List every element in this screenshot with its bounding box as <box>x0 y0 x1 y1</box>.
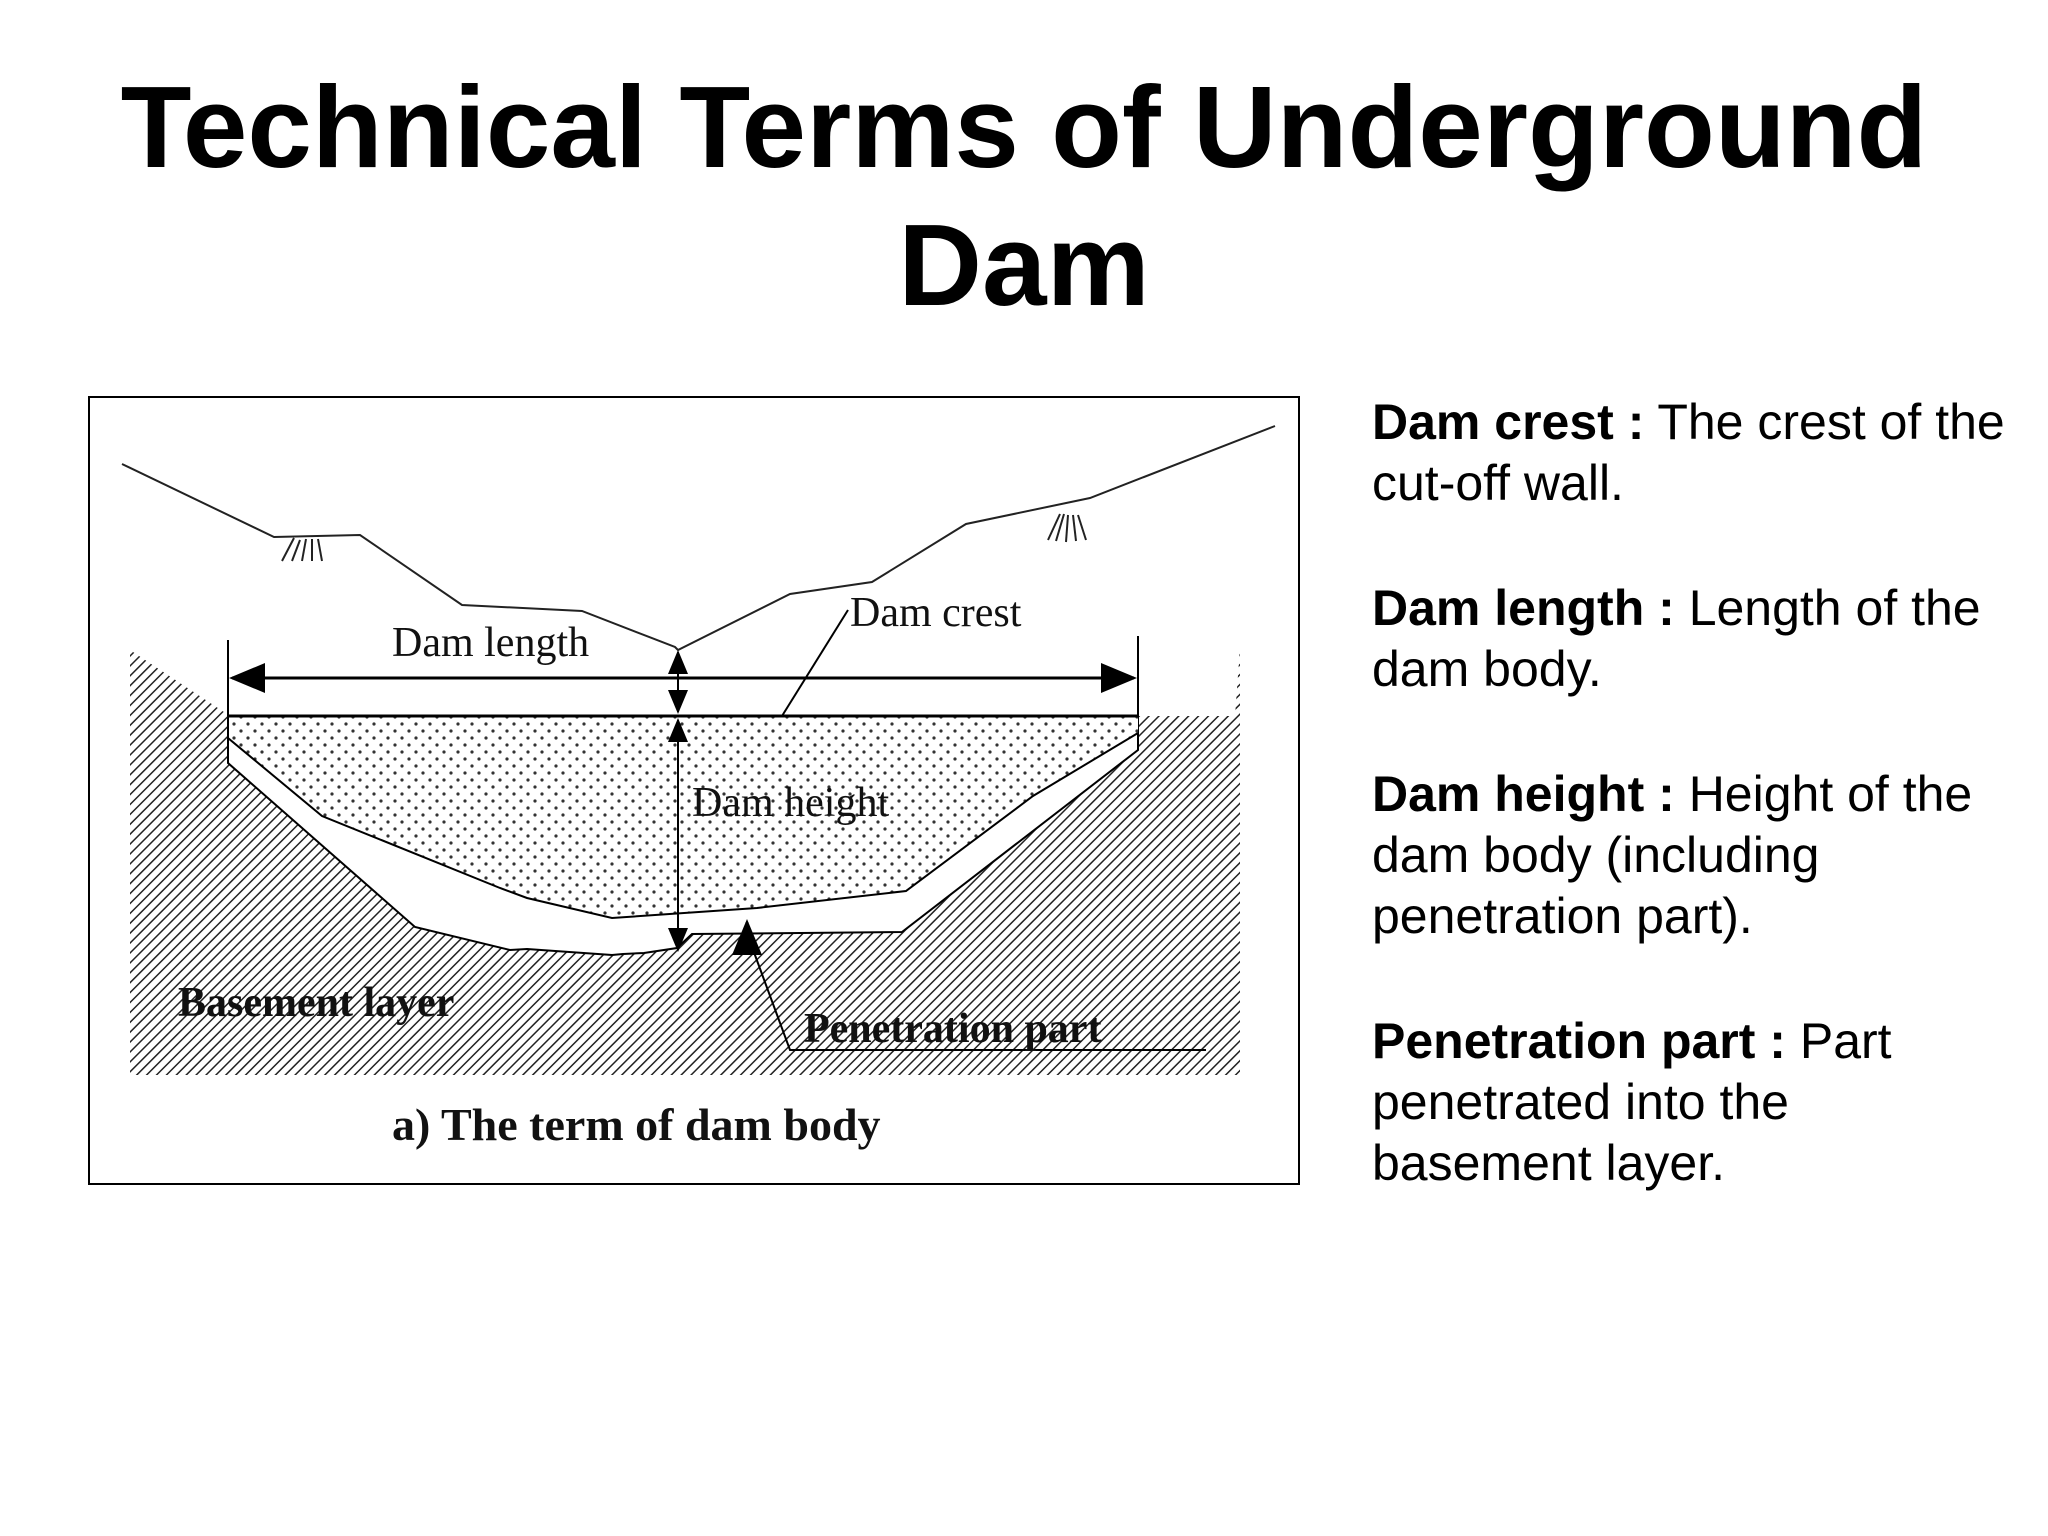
basement-layer-label: Basement layer <box>178 980 454 1026</box>
grass-tuft-left <box>281 537 323 562</box>
definition-term: Dam height : <box>1372 766 1675 822</box>
dam-height-label: Dam height <box>692 780 889 826</box>
dam-crest-leader-line <box>781 609 849 717</box>
title-line-1: Technical Terms of Underground <box>120 62 1928 192</box>
dam-length-label: Dam length <box>392 620 589 666</box>
definition-term: Dam crest : <box>1372 394 1645 450</box>
grass-tuft-right <box>1047 513 1087 543</box>
ground-surface-line <box>121 425 1276 652</box>
dam-body-inner-outline <box>227 716 1139 920</box>
diagram-caption: a) The term of dam body <box>392 1099 881 1150</box>
definition-text: Length of the dam body. <box>1372 580 1981 697</box>
definition-dam-length: Dam length : Length of the dam body. <box>1372 578 2012 700</box>
definition-term: Penetration part : <box>1372 1013 1786 1069</box>
slide-title: Technical Terms of Underground Dam <box>0 58 2048 334</box>
definition-dam-crest: Dam crest : The crest of the cut-off wal… <box>1372 392 2012 514</box>
dam-diagram-figure: Dam length Dam crest Dam height Basement… <box>88 396 1300 1185</box>
penetration-part-leader-line <box>744 927 1206 1051</box>
penetration-part-label: Penetration part <box>804 1006 1101 1052</box>
title-line-2: Dam <box>898 200 1150 330</box>
definition-penetration-part: Penetration part : Part penetrated into … <box>1372 1011 2012 1194</box>
definition-term: Dam length : <box>1372 580 1675 636</box>
definition-text: Height of the dam body (including penetr… <box>1372 766 1973 944</box>
definition-text: The crest of the cut-off wall. <box>1372 394 2005 511</box>
definition-dam-height: Dam height : Height of the dam body (inc… <box>1372 764 2012 947</box>
dam-cross-section-diagram: Dam length Dam crest Dam height Basement… <box>121 425 1276 1150</box>
definitions-list: Dam crest : The crest of the cut-off wal… <box>1372 392 2012 1258</box>
dam-crest-label: Dam crest <box>850 590 1022 636</box>
definition-text: Part penetrated into the basement layer. <box>1372 1013 1892 1191</box>
